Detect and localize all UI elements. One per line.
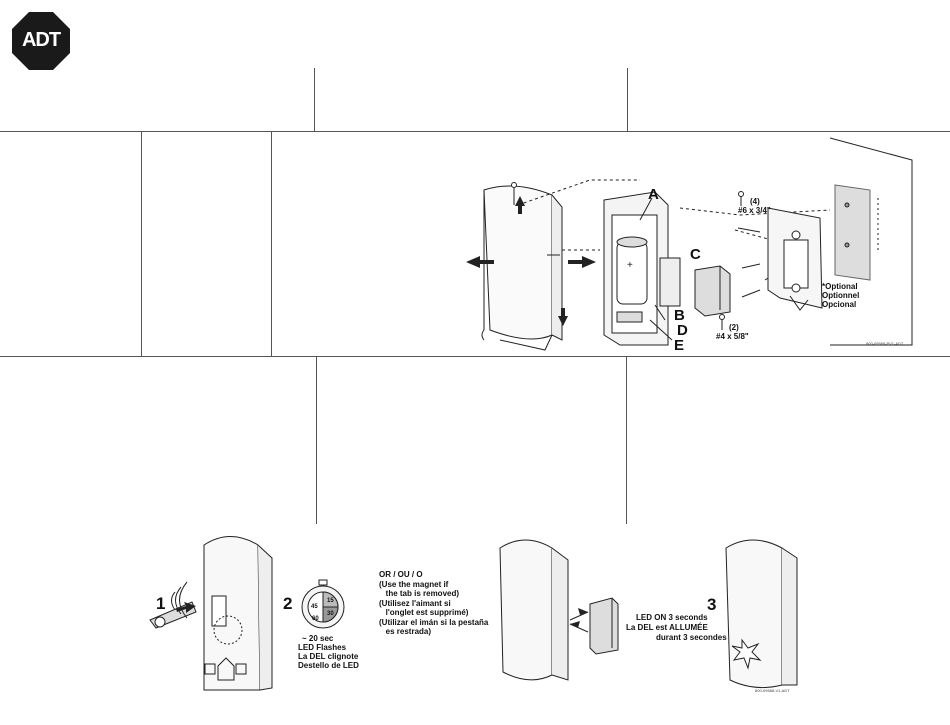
or-text-4: l'onglet est supprimé) bbox=[379, 608, 469, 617]
callout-c: C bbox=[690, 246, 701, 263]
logo-text: ADT bbox=[21, 29, 61, 51]
callout-b: B bbox=[674, 307, 685, 324]
or-text-6: es restrada) bbox=[379, 627, 432, 636]
led-text-es: Destello de LED bbox=[298, 661, 359, 670]
step-3-label: 3 bbox=[707, 595, 717, 614]
led-text-fr: La DEL clignote bbox=[298, 652, 359, 661]
led-text-en: LED Flashes bbox=[298, 643, 347, 652]
or-text-5: (Utilizar el imán si la pestaña bbox=[379, 618, 489, 627]
dial-label-30: 30 bbox=[327, 611, 334, 617]
divider-row-1 bbox=[0, 131, 950, 132]
part-code-bottom: 800-09588-V1-ADT bbox=[755, 688, 790, 693]
divider-mid-1 bbox=[141, 131, 142, 356]
svg-text:+: + bbox=[627, 260, 633, 271]
screw-top-size: #6 x 3/4" bbox=[738, 206, 771, 215]
step-2-label: 2 bbox=[283, 594, 293, 613]
dial-label-60: 60 bbox=[312, 616, 319, 622]
optional-es: Opcional bbox=[822, 300, 857, 309]
screw-bottom-qty: (2) bbox=[729, 323, 739, 332]
optional-en: *Optional bbox=[822, 282, 858, 291]
screw-bottom-size: #4 x 5/8" bbox=[716, 332, 749, 341]
optional-fr: Optionnel bbox=[822, 291, 860, 300]
divider-low-1 bbox=[316, 356, 317, 524]
adt-logo: ADT bbox=[12, 12, 70, 70]
divider-top-2 bbox=[627, 68, 628, 131]
screw-top-qty: (4) bbox=[750, 197, 760, 206]
divider-top-1 bbox=[314, 68, 315, 131]
divider-low-2 bbox=[626, 356, 627, 524]
divider-row-2 bbox=[0, 356, 950, 357]
or-text-2: the tab is removed) bbox=[379, 589, 460, 598]
led-on-en: LED ON 3 seconds bbox=[636, 613, 708, 622]
octagon-logo-icon bbox=[12, 12, 70, 70]
callout-e: E bbox=[674, 337, 685, 354]
dial-label-45: 45 bbox=[311, 604, 318, 610]
or-text-3: (Utilisez l'aimant si bbox=[379, 599, 451, 608]
divider-mid-2 bbox=[271, 131, 272, 356]
part-code-top: 800-09588-PV1-ADT bbox=[866, 341, 904, 346]
or-text-0: OR / OU / O bbox=[379, 570, 423, 579]
dial-label-15: 15 bbox=[327, 598, 334, 604]
callout-a: A bbox=[648, 186, 659, 203]
led-on-es: durant 3 secondes bbox=[656, 633, 727, 642]
led-on-fr: La DEL est ALLUMÉE bbox=[626, 623, 708, 632]
step-1-label: 1 bbox=[156, 594, 166, 613]
callout-d: D bbox=[677, 322, 688, 339]
or-text-1: (Use the magnet if bbox=[379, 580, 449, 589]
led-text-time: ~ 20 sec bbox=[302, 634, 334, 643]
